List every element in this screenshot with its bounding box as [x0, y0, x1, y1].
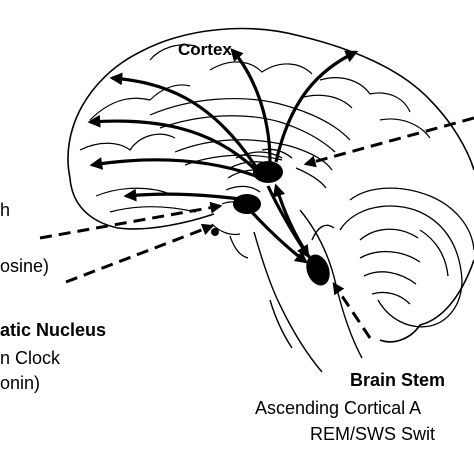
scn-subtitle-label-1: n Clock	[0, 348, 61, 368]
left-partial-label-1: h	[0, 200, 11, 220]
brainstem-nucleus	[306, 254, 330, 286]
scn-subtitle-label-2: onin)	[0, 373, 41, 393]
brain-outline	[67, 27, 474, 343]
dashed-inputs	[39, 116, 474, 339]
left-partial-label-2: osine)	[0, 256, 50, 276]
cortex-gyri	[79, 44, 431, 213]
thalamus-nucleus	[253, 161, 283, 183]
scn-title-label: atic Nucleus	[0, 320, 107, 340]
cerebellum	[339, 187, 474, 328]
hypothalamus-nucleus	[233, 194, 261, 214]
brain-stem-outline	[253, 209, 363, 373]
thin-fibers	[229, 148, 327, 189]
cortex-label: Cortex	[178, 40, 232, 59]
brain-stem-subtitle-label-1: Ascending Cortical A	[255, 398, 422, 418]
brain-stem-subtitle-label-2: REM/SWS Swit	[310, 424, 436, 444]
scn-nucleus	[211, 228, 219, 236]
brain-stem-title-label: Brain Stem	[350, 370, 446, 390]
cortical-projections	[87, 48, 359, 264]
